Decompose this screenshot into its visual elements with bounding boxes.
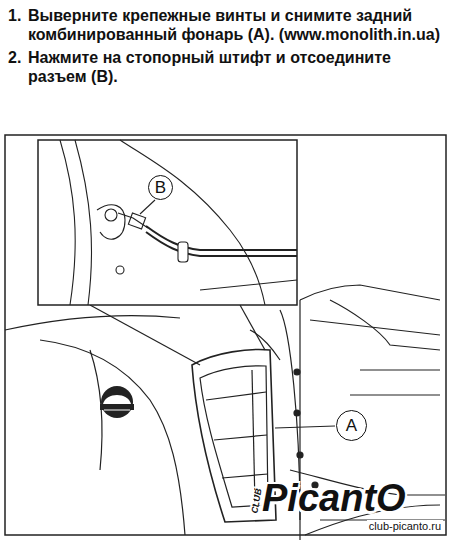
watermark-logo: PicantO [262,478,406,518]
instruction-step: 2. Нажмите на стопорный штифт и отсоедини… [8,48,443,86]
watermark-club: CLUB [249,488,263,514]
watermark-url: club-picanto.ru [367,520,443,532]
instruction-step: 1. Выверните крепежные винты и снимите за… [8,6,443,44]
step-text: Нажмите на стопорный штифт и отсоедините… [28,48,443,86]
callout-letter: A [336,410,367,441]
step-number: 1. [8,6,21,25]
step-number: 2. [8,48,21,67]
callout-text: B [155,178,166,198]
callout-text: A [346,416,357,436]
step-text: Выверните крепежные винты и снимите задн… [28,6,443,44]
callout-letter: B [148,175,173,200]
